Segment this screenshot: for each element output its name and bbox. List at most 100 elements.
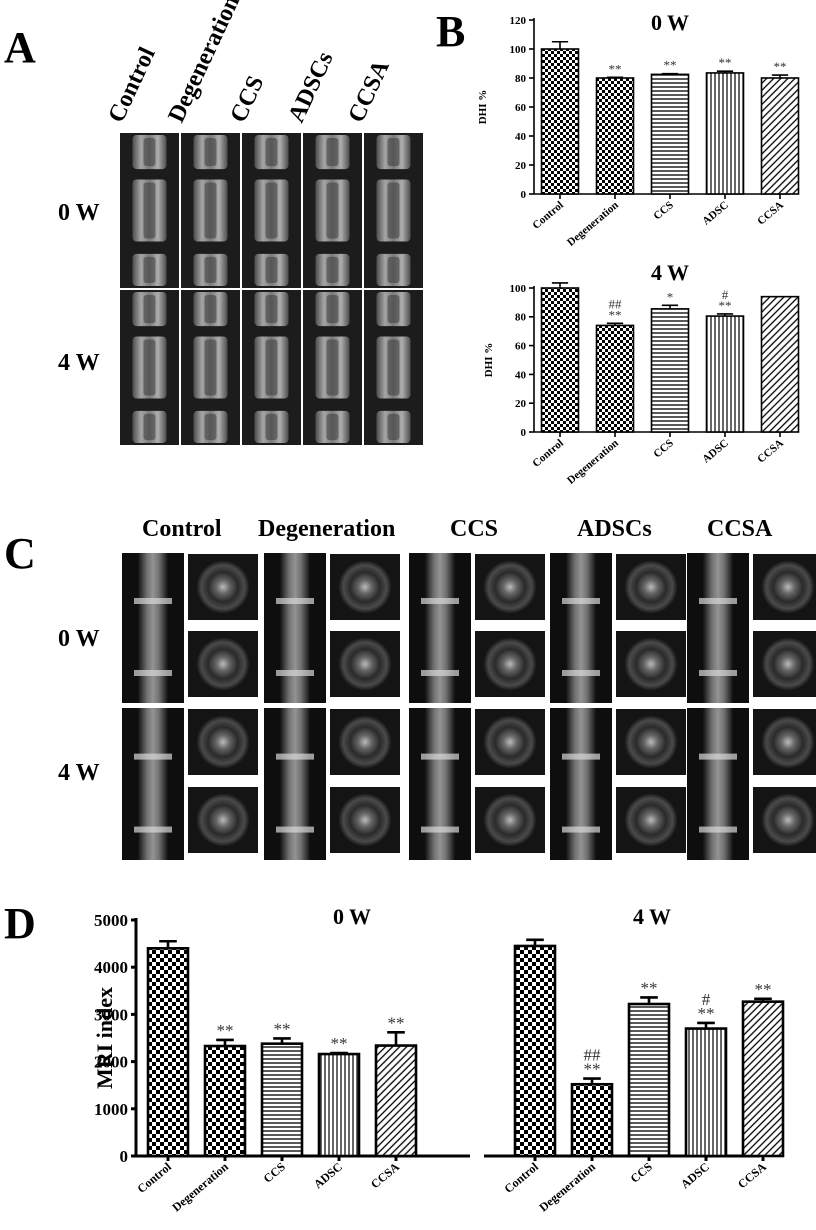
- mri-tile-group: [122, 708, 258, 860]
- group-title: 4 W: [633, 904, 671, 929]
- category-label-degeneration: Degeneration: [565, 437, 621, 487]
- mri-tile-group: [122, 553, 258, 703]
- panel-c-mri-grid: [122, 553, 816, 860]
- panel-c-header-degeneration: Degeneration: [258, 516, 396, 542]
- category-label-control: Control: [530, 199, 566, 232]
- significance-mark: **: [609, 307, 622, 322]
- bar-ccsa: [374, 1044, 418, 1158]
- bar-degeneration: [570, 1082, 614, 1158]
- category-label-degeneration: Degeneration: [169, 1159, 231, 1214]
- bar-ccsa: [741, 1000, 785, 1158]
- panel-letter-c: C: [4, 529, 36, 578]
- chart-title: 0 W: [651, 10, 689, 35]
- panel-a-header-ccsa: CCSA: [343, 56, 395, 127]
- bar-adsc: [705, 72, 745, 195]
- y-tick-label: 40: [515, 131, 527, 143]
- category-label-ccsa: CCSA: [755, 437, 786, 465]
- panel-a-header-control: Control: [103, 43, 161, 127]
- group-title: 0 W: [333, 904, 371, 929]
- y-tick-label: 100: [510, 283, 527, 295]
- panel-a-xray-grid: [120, 133, 426, 445]
- significance-mark: **: [641, 978, 658, 997]
- category-label-control: Control: [134, 1159, 174, 1196]
- significance-mark: **: [755, 980, 772, 999]
- panel-a-header-adscs: ADSCs: [283, 47, 339, 127]
- panel-letter-b: B: [436, 7, 466, 56]
- significance-mark: **: [274, 1019, 291, 1038]
- mri-tile-group: [264, 553, 400, 703]
- category-label-adsc: ADSC: [678, 1160, 712, 1192]
- panel-a-header-ccs: CCS: [225, 72, 270, 127]
- panel-letter-d: D: [4, 899, 36, 948]
- category-label-adsc: ADSC: [700, 199, 731, 227]
- category-label-ccsa: CCSA: [735, 1159, 769, 1191]
- panel-letter-a: A: [4, 23, 36, 72]
- bar-control: [146, 947, 190, 1158]
- significance-mark: *: [667, 289, 674, 304]
- category-label-ccs: CCS: [628, 1159, 656, 1185]
- mri-tile-group: [687, 708, 816, 860]
- y-tick-label: 4000: [94, 958, 128, 977]
- y-tick-label: 120: [510, 15, 527, 27]
- bar-control: [540, 48, 580, 195]
- panel-a-row-label-0w: 0 W: [58, 200, 100, 226]
- xray-tile: [181, 133, 240, 288]
- xray-tile: [303, 290, 362, 445]
- category-label-ccsa: CCSA: [368, 1159, 402, 1191]
- mri-tile-group: [550, 708, 686, 860]
- significance-mark: **: [698, 1004, 715, 1023]
- significance-mark: **: [217, 1021, 234, 1040]
- y-tick-label: 80: [515, 73, 527, 85]
- category-label-ccs: CCS: [651, 199, 676, 222]
- category-label-ccs: CCS: [261, 1159, 289, 1185]
- y-tick-label: 20: [515, 160, 527, 172]
- category-label-control: Control: [501, 1159, 541, 1196]
- xray-tile: [181, 290, 240, 445]
- y-tick-label: 5000: [94, 911, 128, 930]
- mri-tile-group: [550, 553, 686, 703]
- panel-c-header-ccs: CCS: [450, 516, 499, 542]
- bar-adsc: [317, 1052, 361, 1158]
- y-tick-label: 2000: [94, 1053, 128, 1072]
- significance-mark: **: [388, 1013, 405, 1032]
- y-tick-label: 80: [515, 312, 527, 324]
- significance-mark: **: [584, 1060, 601, 1079]
- bar-control: [540, 287, 580, 433]
- significance-mark: **: [774, 59, 787, 74]
- significance-mark: **: [719, 55, 732, 70]
- bar-ccs: [650, 73, 690, 195]
- significance-mark: #: [702, 990, 711, 1009]
- xray-tile: [120, 133, 179, 288]
- mri-tile-group: [409, 553, 545, 703]
- panel-c-header-ccsa: CCSA: [707, 516, 773, 542]
- xray-tile: [242, 290, 301, 445]
- panel-c-row-label-4w: 4 W: [58, 760, 100, 786]
- y-tick-label: 60: [515, 340, 527, 352]
- category-label-control: Control: [530, 437, 566, 470]
- significance-mark: **: [719, 298, 732, 313]
- category-label-degeneration: Degeneration: [536, 1159, 598, 1214]
- bar-adsc: [684, 1027, 728, 1158]
- y-axis-label: DHI %: [477, 90, 489, 125]
- panel-c-header-adscs: ADSCs: [577, 516, 652, 542]
- category-label-degeneration: Degeneration: [565, 199, 621, 249]
- category-label-ccsa: CCSA: [755, 199, 786, 227]
- xray-tile: [242, 133, 301, 288]
- y-tick-label: 0: [120, 1147, 129, 1166]
- y-tick-label: 40: [515, 369, 527, 381]
- mri-tile-group: [409, 708, 545, 860]
- bar-ccs: [650, 308, 690, 433]
- xray-tile: [120, 290, 179, 445]
- y-tick-label: 100: [510, 44, 527, 56]
- panel-c-row-label-0w: 0 W: [58, 626, 100, 652]
- bar-control: [513, 944, 557, 1158]
- mri-tile-group: [687, 553, 816, 703]
- bar-ccs: [627, 1002, 671, 1158]
- bar-ccsa: [760, 295, 800, 433]
- y-tick-label: 20: [515, 398, 527, 410]
- y-tick-label: 0: [521, 189, 527, 201]
- bar-ccs: [260, 1042, 304, 1158]
